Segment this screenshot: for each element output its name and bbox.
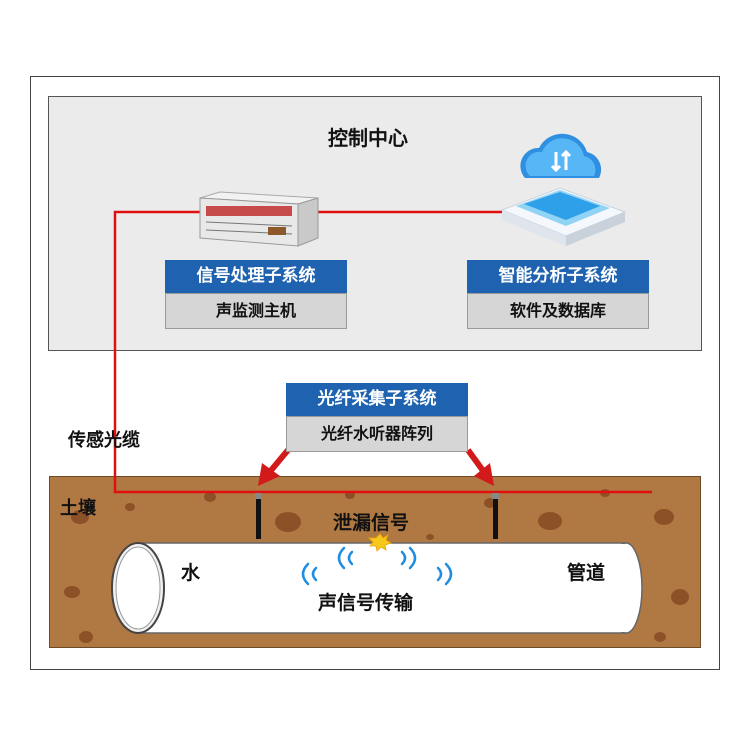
- pipe-label: 管道: [567, 562, 606, 584]
- hydrophone-probe-left: [255, 493, 262, 539]
- control-center-title: 控制中心: [328, 126, 408, 150]
- fiber-acquisition-subtitle: 光纤水听器阵列: [286, 416, 468, 452]
- leak-burst-icon: [368, 533, 392, 552]
- hydrophone-probe-right: [492, 493, 499, 539]
- smart-analysis-subtitle: 软件及数据库: [467, 293, 649, 329]
- smart-analysis-title: 智能分析子系统: [467, 260, 649, 293]
- cloud-server-icon: [500, 133, 627, 246]
- soil-label: 土壤: [60, 498, 96, 519]
- sound-wave-icons: [301, 546, 453, 586]
- soil-texture: [64, 489, 689, 643]
- signal-processing-title: 信号处理子系统: [165, 260, 347, 293]
- arrow-right-icon: [465, 448, 494, 486]
- sensing-cable-label: 传感光缆: [68, 430, 140, 451]
- fiber-acquisition-title: 光纤采集子系统: [286, 383, 468, 416]
- leak-signal-label: 泄漏信号: [333, 512, 410, 534]
- signal-processing-subtitle: 声监测主机: [165, 293, 347, 329]
- sensing-cable-line: [113, 210, 652, 494]
- pipe: [111, 542, 643, 634]
- water-label: 水: [181, 562, 201, 584]
- acoustic-host-device-icon: [199, 191, 319, 247]
- sound-transmission-label: 声信号传输: [318, 592, 414, 614]
- arrow-left-icon: [258, 448, 291, 486]
